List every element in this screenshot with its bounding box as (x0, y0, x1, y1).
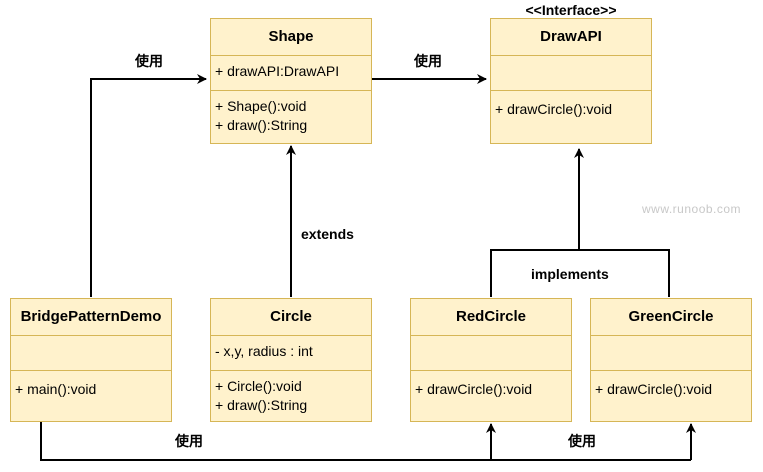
implements-edge-green (579, 249, 670, 297)
class-shape-operations: + Shape():void + draw():String (211, 91, 371, 141)
class-drawapi-attributes (491, 56, 651, 91)
class-circle-attribute: - x,y, radius : int (215, 343, 313, 359)
watermark: www.runoob.com (642, 202, 742, 216)
use-bottom-left-label: 使用 (175, 433, 203, 449)
class-redcircle[interactable]: RedCircle + drawCircle():void (410, 298, 572, 422)
class-drawapi-name: DrawAPI (491, 19, 651, 56)
class-drawapi-operations: + drawCircle():void (491, 91, 651, 125)
extends-label: extends (301, 226, 354, 242)
class-bridgepatterndemo-name: BridgePatternDemo (11, 299, 171, 336)
class-shape-operation: + draw():String (215, 117, 308, 133)
implements-label: implements (531, 266, 609, 282)
class-drawapi[interactable]: DrawAPI + drawCircle():void (490, 18, 652, 144)
class-circle-operation: + Circle():void (215, 378, 302, 394)
class-circle-operation: + draw():String (215, 397, 308, 413)
class-shape-operation: + Shape():void (215, 98, 307, 114)
implements-edge-red (490, 249, 579, 297)
class-shape-attribute: + drawAPI:DrawAPI (215, 63, 340, 79)
class-circle-attributes: - x,y, radius : int (211, 336, 371, 371)
class-circle[interactable]: Circle - x,y, radius : int + Circle():vo… (210, 298, 372, 422)
class-greencircle-attributes (591, 336, 751, 371)
class-bridgepatterndemo-operation: + main():void (15, 381, 97, 397)
class-drawapi-operation: + drawCircle():void (495, 101, 613, 117)
drawapi-stereotype: <<Interface>> (525, 2, 617, 18)
class-redcircle-name: RedCircle (411, 299, 571, 336)
class-bridgepatterndemo-operations: + main():void (11, 371, 171, 405)
class-bridgepatterndemo[interactable]: BridgePatternDemo + main():void (10, 298, 172, 422)
class-greencircle-operation: + drawCircle():void (595, 381, 713, 397)
class-redcircle-attributes (411, 336, 571, 371)
use-bottom-right-label: 使用 (568, 433, 596, 449)
class-bridgepatterndemo-attributes (11, 336, 171, 371)
class-greencircle-name: GreenCircle (591, 299, 751, 336)
use-demo-shape-label: 使用 (135, 53, 163, 69)
class-greencircle-operations: + drawCircle():void (591, 371, 751, 405)
class-shape-name: Shape (211, 19, 371, 56)
class-shape-attributes: + drawAPI:DrawAPI (211, 56, 371, 91)
class-shape[interactable]: Shape + drawAPI:DrawAPI + Shape():void +… (210, 18, 372, 144)
class-greencircle[interactable]: GreenCircle + drawCircle():void (590, 298, 752, 422)
class-redcircle-operation: + drawCircle():void (415, 381, 533, 397)
use-demo-shape-edge (90, 74, 207, 297)
use-bottom-edge (40, 422, 691, 461)
class-circle-operations: + Circle():void + draw():String (211, 371, 371, 421)
class-circle-name: Circle (211, 299, 371, 336)
class-redcircle-operations: + drawCircle():void (411, 371, 571, 405)
use-shape-drawapi-label: 使用 (414, 53, 442, 69)
